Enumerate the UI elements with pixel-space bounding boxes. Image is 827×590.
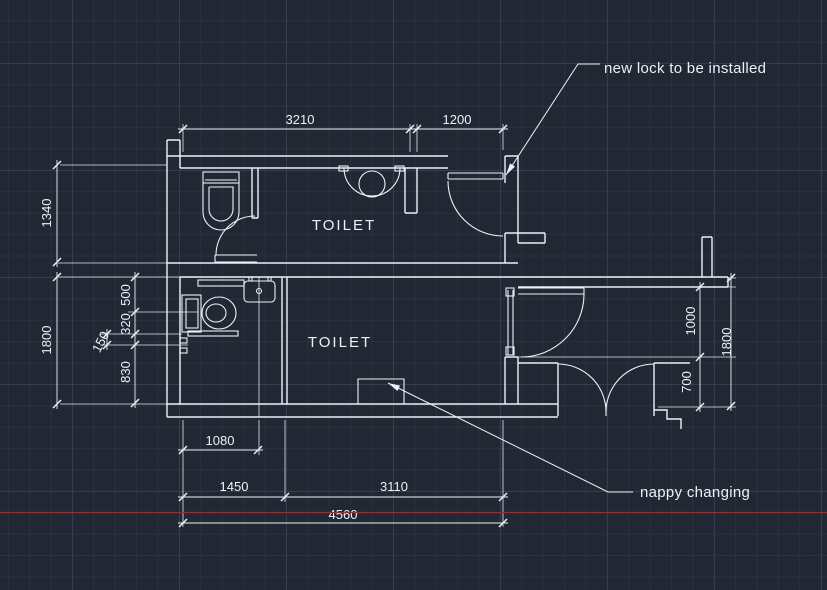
dim-left-room-height: 1800 — [39, 326, 54, 355]
dim-offset-320: 320 — [118, 313, 133, 335]
door-cubicle — [214, 215, 257, 263]
door-double — [557, 363, 655, 416]
dim-offset-830: 830 — [118, 361, 133, 383]
room-label-toilet-bottom: TOILET — [308, 334, 372, 351]
doors — [214, 172, 655, 416]
grab-rail-top — [197, 279, 245, 287]
dim-top-room-height: 1340 — [39, 199, 54, 228]
door-vestibule — [507, 287, 585, 358]
dim-right-bottom-height: 700 — [679, 371, 694, 393]
dim-top-width: 3210 — [286, 112, 315, 127]
dim-left-bay-width: 1450 — [220, 479, 249, 494]
dim-right-top-height: 1000 — [683, 307, 698, 336]
grab-rail-bottom — [187, 330, 239, 337]
note-nappy-changing: nappy changing — [640, 484, 750, 501]
basin-top-room — [338, 165, 405, 198]
dim-right-total-height: 1800 — [719, 328, 734, 357]
fixtures — [179, 165, 405, 404]
note-new-lock: new lock to be installed — [604, 60, 766, 77]
dim-main-room-width: 3110 — [380, 479, 408, 494]
corner-basin — [243, 280, 276, 303]
nappy-changing-unit — [357, 378, 405, 404]
wc-bowl — [201, 296, 237, 330]
wc-cubicle — [202, 171, 240, 231]
room-label-toilet-top: TOILET — [312, 217, 376, 234]
leader-nappy-changing: nappy changing — [387, 382, 750, 501]
dim-entrance-width: 1200 — [443, 112, 472, 127]
dim-total-width: 4560 — [329, 507, 358, 522]
leader-new-lock: new lock to be installed — [505, 60, 766, 176]
door-top-entrance — [447, 172, 504, 237]
accessible-wc-group — [179, 276, 276, 354]
dim-offset-500: 500 — [118, 284, 133, 306]
dim-cubicle-width: 1080 — [206, 433, 235, 448]
dimensions: 3210 1200 1340 1800 500 320 150 830 1080… — [39, 112, 736, 528]
cistern — [181, 294, 202, 333]
